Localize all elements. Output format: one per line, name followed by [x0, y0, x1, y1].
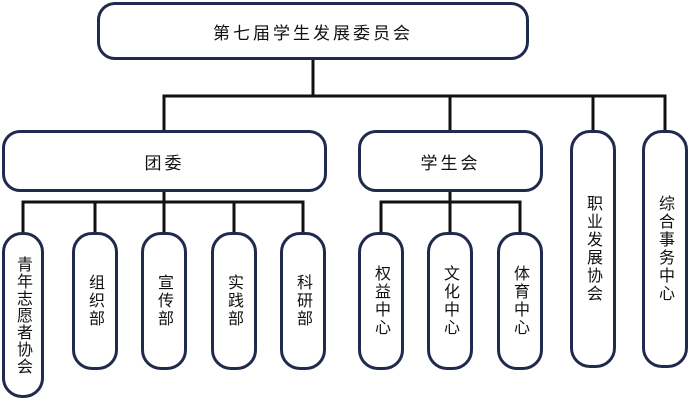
- node-zuzhi: 组织部: [72, 232, 118, 370]
- node-shijian-label: 实践部: [225, 274, 244, 328]
- node-tiyu-label: 体育中心: [511, 265, 530, 337]
- node-xueshenghui-label: 学生会: [420, 153, 481, 174]
- node-xuanchuan-label: 宣传部: [155, 274, 174, 328]
- node-xuanchuan: 宣传部: [141, 232, 187, 370]
- node-quanyi-label: 权益中心: [372, 265, 391, 337]
- node-zhiye: 职业发展协会: [570, 130, 616, 368]
- node-quanyi: 权益中心: [358, 232, 404, 370]
- node-qingnian: 青年志愿者协会: [2, 232, 44, 398]
- node-wenhua-label: 文化中心: [441, 265, 460, 337]
- node-qingnian-label: 青年志愿者协会: [14, 255, 33, 375]
- node-keyan: 科研部: [280, 232, 326, 370]
- node-tuanwei-label: 团委: [144, 153, 185, 174]
- node-zhiye-label: 职业发展协会: [584, 195, 603, 303]
- node-wenhua: 文化中心: [427, 232, 473, 370]
- node-tiyu: 体育中心: [497, 232, 543, 370]
- node-keyan-label: 科研部: [294, 274, 313, 328]
- node-shijian: 实践部: [211, 232, 257, 370]
- node-xueshenghui: 学生会: [358, 130, 543, 192]
- root-label: 第七届学生发展委员会: [213, 23, 413, 44]
- node-zonghe-label: 综合事务中心: [656, 195, 675, 303]
- root-node: 第七届学生发展委员会: [97, 2, 529, 60]
- node-zuzhi-label: 组织部: [86, 274, 105, 328]
- node-zonghe: 综合事务中心: [642, 130, 688, 368]
- node-tuanwei: 团委: [2, 130, 327, 192]
